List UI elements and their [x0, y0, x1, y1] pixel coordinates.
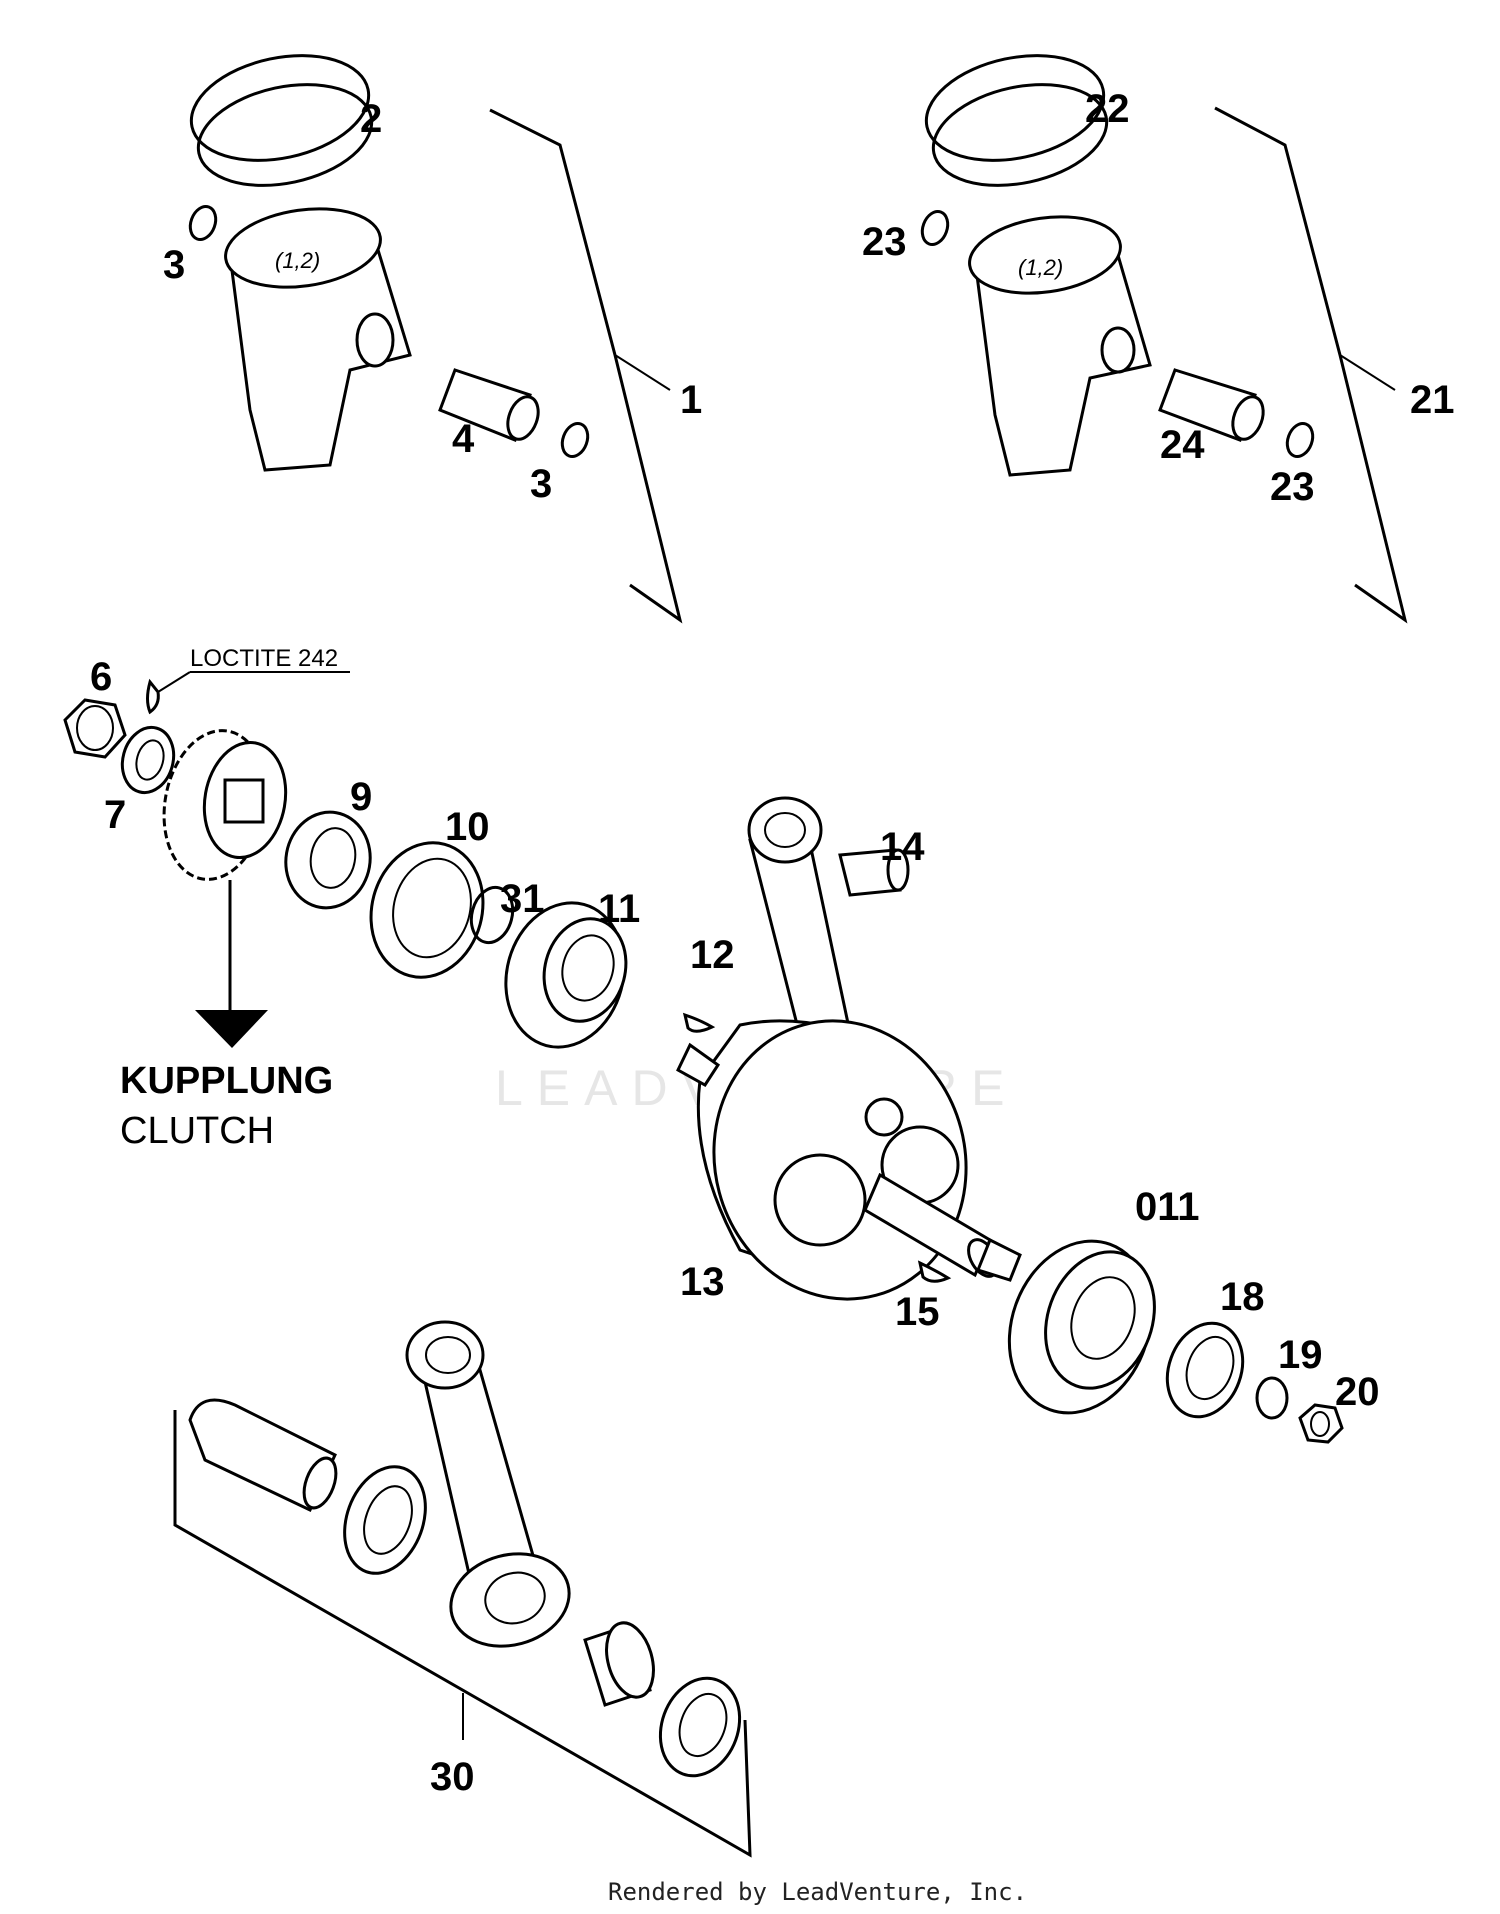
callout-19: 19 — [1278, 1333, 1323, 1377]
nut-icon — [63, 698, 127, 759]
loctite-drop-icon — [146, 678, 160, 715]
credit-text: Rendered by LeadVenture, Inc. — [608, 1878, 1027, 1906]
clutch-side-parts: LOCTITE 242 KUPPLUNG CLUTCH — [63, 645, 628, 1152]
callout-22: 22 — [1085, 87, 1130, 131]
callout-20: 20 — [1335, 1370, 1380, 1414]
piston-icon — [228, 238, 412, 472]
callout-6: 6 — [90, 655, 112, 699]
callout-12: 12 — [690, 933, 735, 977]
callout-4: 4 — [452, 417, 475, 461]
crankshaft-assembly — [676, 796, 1022, 1301]
callout-30: 30 — [430, 1755, 475, 1799]
callout-18: 18 — [1220, 1275, 1265, 1319]
callout-11: 11 — [598, 887, 640, 931]
callout-3a: 3 — [163, 243, 185, 287]
piston-assembly-1: (1,2) — [188, 54, 683, 624]
callout-31: 31 — [500, 877, 545, 921]
callout-13: 13 — [680, 1260, 725, 1304]
callout-10: 10 — [445, 805, 490, 849]
piston-marking-2: (1,2) — [1018, 255, 1063, 280]
callout-21: 21 — [1410, 378, 1455, 422]
callout-23a: 23 — [862, 220, 907, 264]
callout-2: 2 — [360, 97, 382, 141]
callout-7: 7 — [104, 793, 126, 837]
callout-1: 1 — [680, 378, 702, 422]
piston-marking: (1,2) — [275, 248, 320, 273]
callout-15: 15 — [895, 1290, 940, 1334]
loctite-note: LOCTITE 242 — [190, 645, 338, 672]
clutch-label-en: CLUTCH — [120, 1110, 274, 1152]
callout-14: 14 — [880, 825, 925, 869]
callout-labels: 1 2 3 3 4 6 7 9 10 11 31 12 13 14 15 011… — [90, 87, 1455, 1799]
callout-24: 24 — [1160, 423, 1205, 467]
piston-assembly-21: (1,2) — [920, 54, 1408, 624]
callout-23b: 23 — [1270, 465, 1315, 509]
piston-ring-icon — [189, 54, 371, 162]
callout-9: 9 — [350, 775, 372, 819]
clutch-label-de: KUPPLUNG — [120, 1060, 333, 1102]
drive-side-parts — [1007, 1239, 1344, 1444]
callout-011: 011 — [1135, 1185, 1200, 1229]
circlip-icon — [188, 205, 218, 241]
arrow-down-icon — [195, 1010, 268, 1048]
conrod-kit-30 — [173, 1320, 752, 1858]
callout-3b: 3 — [530, 462, 552, 506]
